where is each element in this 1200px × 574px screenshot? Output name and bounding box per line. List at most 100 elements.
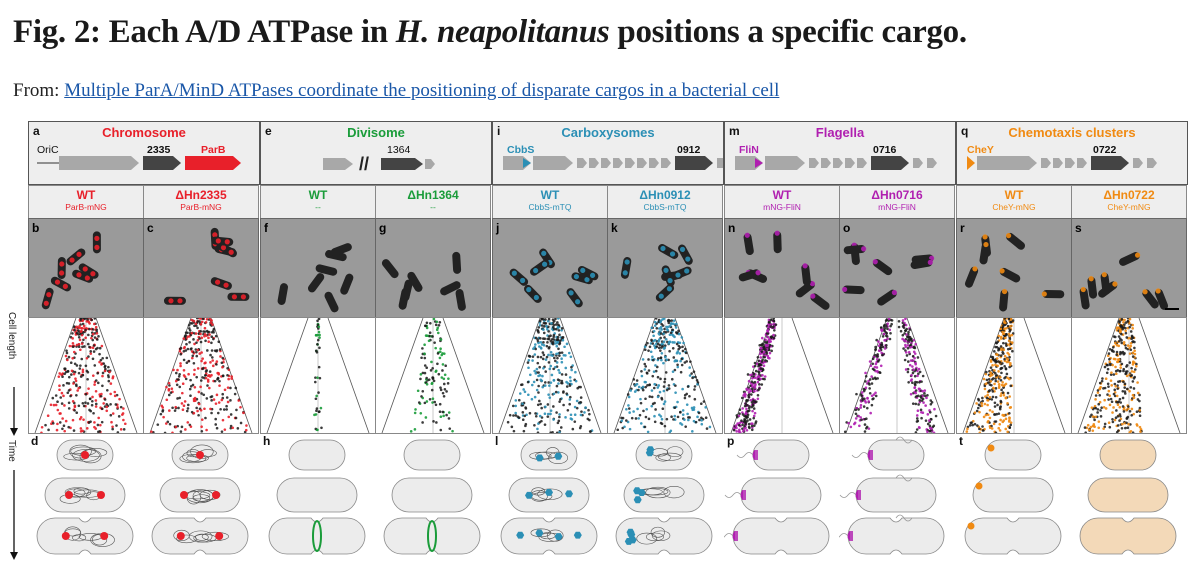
- data-point: [544, 405, 547, 409]
- data-point: [521, 411, 525, 414]
- data-point: [121, 412, 125, 415]
- data-point: [756, 397, 760, 401]
- data-point: [87, 333, 90, 337]
- data-point: [989, 366, 993, 369]
- micrograph-cells-r: [964, 232, 1065, 312]
- data-point: [862, 387, 866, 391]
- data-point: [71, 332, 74, 335]
- data-point: [913, 374, 917, 378]
- data-point: [95, 332, 99, 335]
- panel-letter-m: m: [729, 124, 740, 138]
- data-point: [1132, 387, 1136, 390]
- cell-body: [743, 233, 754, 256]
- data-point: [863, 399, 867, 403]
- data-point: [1116, 424, 1120, 427]
- data-point: [67, 401, 71, 405]
- data-point: [637, 417, 640, 420]
- data-point: [1118, 339, 1121, 343]
- data-point: [1124, 329, 1127, 333]
- data-point: [316, 376, 319, 379]
- bacterium: [872, 258, 893, 276]
- data-point: [1136, 381, 1139, 384]
- cartoon-j: l: [492, 434, 606, 560]
- data-point: [656, 395, 660, 399]
- data-point: [63, 429, 66, 433]
- data-point: [1098, 387, 1102, 390]
- bacterium: [211, 236, 234, 247]
- data-point: [570, 418, 574, 421]
- data-point: [216, 411, 220, 415]
- data-point: [113, 390, 117, 394]
- data-point: [754, 420, 758, 423]
- carboxysome: [535, 529, 544, 537]
- data-point: [769, 335, 772, 339]
- data-point: [431, 397, 435, 401]
- data-point: [539, 341, 543, 344]
- data-point: [236, 427, 240, 430]
- data-point: [749, 398, 753, 402]
- fluorescent-focus: [1101, 272, 1107, 278]
- data-point: [86, 377, 89, 381]
- data-point: [109, 392, 112, 396]
- chromosome-loop: [63, 452, 90, 461]
- data-point: [440, 353, 444, 357]
- data-point: [681, 387, 684, 391]
- data-point: [442, 414, 445, 418]
- data-point: [985, 396, 989, 400]
- data-point: [549, 364, 553, 368]
- data-point: [189, 394, 192, 398]
- data-point: [889, 331, 892, 335]
- cell-edge-left: [498, 318, 541, 433]
- data-point: [123, 422, 127, 426]
- data-point: [1008, 426, 1012, 429]
- data-point: [548, 396, 552, 399]
- fluorescent-focus: [215, 279, 221, 285]
- data-point: [1131, 380, 1135, 383]
- source-line: From: Multiple ParA/MinD ATPases coordin…: [13, 80, 779, 102]
- data-point: [420, 395, 423, 398]
- reporter-name-k: CbbS-mTQ: [643, 202, 687, 212]
- data-point: [1097, 420, 1101, 423]
- fluorescent-focus: [810, 293, 816, 299]
- data-point: [542, 353, 546, 357]
- data-point: [221, 374, 225, 378]
- data-point: [578, 426, 582, 430]
- data-point: [686, 385, 690, 388]
- data-point: [1115, 343, 1119, 347]
- source-article-link[interactable]: Multiple ParA/MinD ATPases coordinate th…: [64, 80, 780, 101]
- data-point: [416, 389, 420, 393]
- data-point: [229, 426, 233, 430]
- data-point: [1125, 374, 1129, 378]
- micrograph-cells-s: [1079, 251, 1179, 310]
- data-point: [1139, 428, 1143, 431]
- data-point: [1009, 318, 1013, 321]
- data-point: [62, 384, 65, 387]
- data-point: [882, 332, 886, 336]
- data-point: [662, 361, 665, 365]
- data-point: [190, 331, 194, 335]
- data-point: [1133, 352, 1137, 356]
- data-point: [658, 390, 662, 394]
- data-point: [320, 426, 323, 430]
- data-point: [647, 417, 651, 421]
- data-point: [51, 422, 55, 425]
- data-point: [673, 414, 677, 418]
- micrograph-n: n: [724, 218, 840, 318]
- data-point: [71, 342, 75, 345]
- data-point: [101, 374, 104, 378]
- bacterium: [315, 264, 338, 276]
- data-point: [584, 406, 587, 409]
- data-point: [756, 356, 760, 359]
- data-point: [742, 429, 745, 433]
- data-point: [766, 335, 770, 339]
- gene-arrow-small: [1133, 158, 1143, 168]
- data-point: [78, 324, 81, 328]
- data-point: [83, 345, 86, 348]
- data-point: [738, 408, 742, 412]
- data-point: [1002, 332, 1006, 335]
- data-point: [708, 425, 712, 429]
- flagellar-motor: [742, 490, 746, 500]
- bacterium: [1087, 276, 1098, 299]
- data-point: [1121, 405, 1125, 408]
